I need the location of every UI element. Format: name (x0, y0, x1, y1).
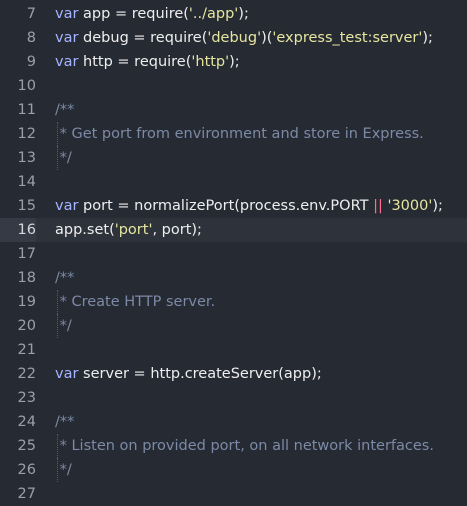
code-token: '../app' (188, 6, 239, 22)
code-line[interactable]: 7 var app = require('../app'); (0, 2, 467, 26)
code-token: )( (261, 30, 273, 46)
line-number: 8 (26, 30, 36, 46)
code-line[interactable]: 12 * Get port from environment and store… (0, 122, 467, 146)
code-line[interactable]: 25 * Listen on provided port, on all net… (0, 434, 467, 458)
line-number-gutter (0, 0, 45, 490)
code-text[interactable]: * Listen on provided port, on all networ… (55, 434, 434, 458)
code-line[interactable]: 14 (0, 170, 467, 194)
code-line[interactable]: 9 var http = require('http'); (0, 50, 467, 74)
code-token: var (55, 366, 79, 382)
code-text[interactable]: var port = normalizePort(process.env.POR… (55, 194, 443, 218)
code-text[interactable]: /** (55, 98, 74, 122)
line-number: 17 (17, 246, 36, 262)
indent-guide (57, 314, 58, 338)
code-line[interactable]: 11 /** (0, 98, 467, 122)
code-token: http = require( (78, 54, 192, 70)
code-token: debug = require( (78, 30, 208, 46)
code-text[interactable]: /** (55, 266, 74, 290)
line-number: 20 (17, 318, 36, 334)
code-line[interactable]: 13 */ (0, 146, 467, 170)
line-number: 22 (17, 366, 36, 382)
line-number: 9 (26, 54, 36, 70)
code-token: var (55, 30, 79, 46)
code-token: app = require( (78, 6, 189, 22)
code-text[interactable]: * Get port from environment and store in… (55, 122, 424, 146)
indent-guide (57, 122, 58, 146)
code-text[interactable]: var server = http.createServer(app); (55, 362, 322, 386)
code-text[interactable]: var http = require('http'); (55, 50, 240, 74)
code-token: 'http' (191, 54, 230, 70)
code-text[interactable]: var debug = require('debug')('express_te… (55, 26, 433, 50)
line-number: 12 (17, 126, 36, 142)
code-token: var (55, 6, 79, 22)
line-number: 19 (17, 294, 36, 310)
code-token: ); (422, 30, 433, 46)
code-token: /** (55, 414, 75, 430)
code-token: * Get port from environment and store in… (55, 126, 424, 142)
code-text[interactable]: var app = require('../app'); (55, 2, 249, 26)
line-number: 11 (17, 102, 36, 118)
code-text[interactable]: /** (55, 410, 74, 434)
code-token: ); (238, 6, 249, 22)
code-token: */ (55, 462, 72, 478)
code-line[interactable]: 24 /** (0, 410, 467, 434)
code-token: , port); (152, 222, 202, 238)
code-line[interactable]: 21 (0, 338, 467, 362)
code-line[interactable]: 10 (0, 74, 467, 98)
line-number: 15 (17, 198, 36, 214)
line-number: 14 (17, 174, 36, 190)
code-token: * Create HTTP server. (55, 294, 216, 310)
code-token: 'debug' (207, 30, 262, 46)
code-token: * Listen on provided port, on all networ… (55, 438, 434, 454)
code-token: ); (432, 198, 443, 214)
indent-guide (57, 434, 58, 458)
code-token: */ (55, 318, 72, 334)
code-line[interactable]: 27 (0, 482, 467, 506)
line-number: 18 (17, 270, 36, 286)
code-text[interactable]: */ (55, 314, 72, 338)
code-line[interactable]: 18 /** (0, 266, 467, 290)
code-line[interactable]: 26 */ (0, 458, 467, 482)
line-number: 10 (17, 78, 36, 94)
line-number: 27 (17, 486, 36, 502)
line-number: 21 (17, 342, 36, 358)
indent-guide (57, 458, 58, 482)
code-token: || (373, 198, 383, 214)
code-token: var (55, 54, 79, 70)
line-number: 26 (17, 462, 36, 478)
code-token: 'express_test:server' (272, 30, 423, 46)
code-line[interactable]: 8 var debug = require('debug')('express_t… (0, 26, 467, 50)
indent-guide (57, 290, 58, 314)
code-token: /** (55, 270, 75, 286)
code-text[interactable]: * Create HTTP server. (55, 290, 216, 314)
code-text[interactable]: */ (55, 458, 72, 482)
code-line[interactable]: 17 (0, 242, 467, 266)
line-number: 24 (17, 414, 36, 430)
line-number: 25 (17, 438, 36, 454)
code-token: */ (55, 150, 72, 166)
code-text[interactable]: */ (55, 146, 72, 170)
code-line[interactable]: 22 var server = http.createServer(app); (0, 362, 467, 386)
code-token: /** (55, 102, 75, 118)
code-token: '3000' (387, 198, 433, 214)
code-line[interactable]: 19 * Create HTTP server. (0, 290, 467, 314)
code-line[interactable]: 23 (0, 386, 467, 410)
code-line[interactable]: 16 app.set('port', port); (0, 218, 467, 242)
code-token: server = http.createServer(app); (78, 366, 322, 382)
code-line[interactable]: 15 var port = normalizePort(process.env.P… (0, 194, 467, 218)
line-number: 16 (0, 218, 36, 242)
indent-guide (57, 146, 58, 170)
code-token: port = normalizePort(process.env.PORT (78, 198, 374, 214)
code-token: 'port' (114, 222, 153, 238)
line-number: 23 (17, 390, 36, 406)
code-line[interactable]: 20 */ (0, 314, 467, 338)
code-text[interactable]: app.set('port', port); (55, 218, 202, 242)
line-number: 13 (17, 150, 36, 166)
code-token: ); (229, 54, 240, 70)
line-number: 7 (26, 6, 36, 22)
code-token: app.set( (55, 222, 115, 238)
code-token: var (55, 198, 79, 214)
